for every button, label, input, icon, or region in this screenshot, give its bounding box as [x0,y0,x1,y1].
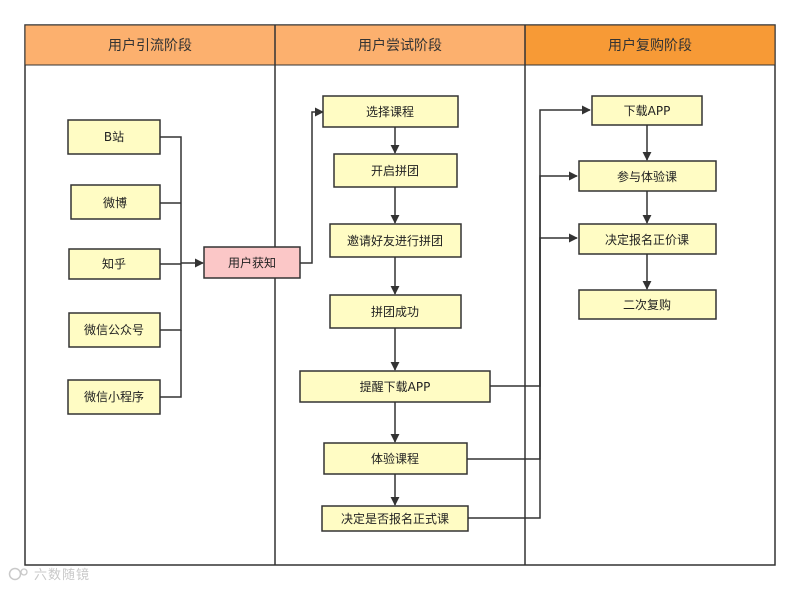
lane-title-2: 用户尝试阶段 [358,37,442,54]
node-download-app: 下载APP [591,95,703,126]
node-invite-friends: 邀请好友进行拼团 [329,223,462,258]
node-wechat-official: 微信公众号 [68,312,161,348]
node-label: 二次复购 [623,297,671,312]
node-label: 微信公众号 [84,323,144,337]
watermark-text: 六数随镜 [34,568,91,583]
lane-title-3: 用户复购阶段 [608,37,692,54]
node-label: 微信小程序 [84,389,144,404]
watermark-logo-icon [8,567,28,581]
node-label: 提醒下载APP [360,379,431,394]
node-decide-full-price: 决定报名正价课 [578,223,717,255]
node-label: 决定是否报名正式课 [341,511,449,526]
node-label: 微博 [103,195,127,210]
node-label: 下载APP [624,104,671,118]
node-weibo: 微博 [70,184,161,220]
lane-header-2 [274,24,526,66]
node-wechat-mini: 微信小程序 [67,379,161,415]
arrow-decide-to-enroll [467,233,578,519]
node-label: 体验课程 [371,451,419,466]
lane-header-1 [24,24,276,66]
connector-wechat-mini [160,330,182,398]
node-decide-enroll: 决定是否报名正式课 [321,505,469,532]
lane-title-1: 用户引流阶段 [108,37,192,54]
lane-header-3 [524,24,776,66]
node-label: 拼团成功 [371,305,419,319]
node-label: 用户获知 [228,255,276,270]
node-start-group: 开启拼团 [333,153,458,188]
node-label: 邀请好友进行拼团 [347,233,443,248]
node-user-aware: 用户获知 [203,246,301,279]
node-join-trial: 参与体验课 [578,160,717,192]
node-label: 决定报名正价课 [605,232,689,247]
node-zhihu: 知乎 [68,248,161,280]
watermark: 六数随镜 [8,564,90,583]
node-bilibili: B站 [67,119,161,155]
node-label: 开启拼团 [371,164,419,178]
node-label: B站 [104,130,124,144]
node-remind-download: 提醒下载APP [299,370,491,403]
arrow-experience-to-trial [467,171,578,460]
node-label: 选择课程 [366,104,414,119]
node-group-success: 拼团成功 [329,294,462,329]
node-repurchase: 二次复购 [578,289,717,320]
node-experience-course: 体验课程 [323,442,468,475]
arrow-hub-to-choose [300,107,324,264]
node-choose-course: 选择课程 [322,95,459,128]
connector-bilibili [160,136,182,263]
node-label: 知乎 [102,257,126,271]
connector-wechat-official [160,263,182,331]
node-label: 参与体验课 [617,169,677,184]
